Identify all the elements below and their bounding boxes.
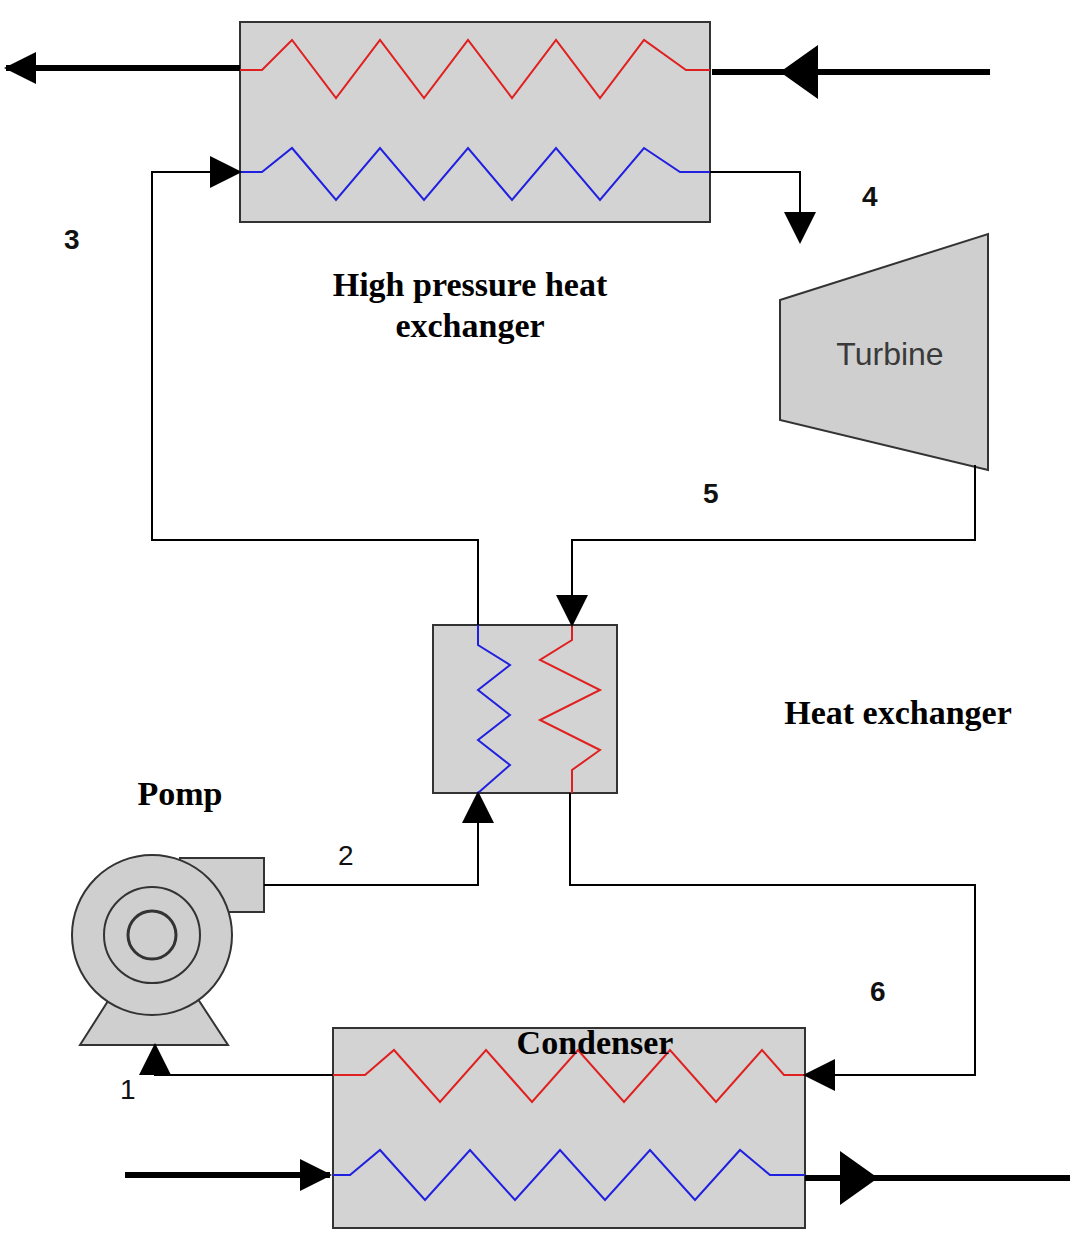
cold-coil (240, 148, 710, 200)
pipe-connector (264, 793, 478, 885)
state-number: 5 (703, 478, 719, 510)
pipe-connector (572, 465, 975, 625)
component-label: Turbine (795, 336, 985, 373)
state-number: 3 (64, 224, 80, 256)
hx-cold-coil (478, 625, 510, 793)
pipe-connector (155, 1045, 333, 1075)
pipe-connector (152, 172, 478, 625)
condenser: Condenser (333, 1028, 805, 1228)
heat-exchanger: Heat exchanger (433, 625, 617, 793)
turbine: Turbine (780, 234, 988, 470)
component-label: Condenser (415, 1023, 775, 1064)
hot-stream-in (712, 69, 990, 75)
hot-stream-out (6, 65, 240, 71)
pump-hub (128, 911, 176, 959)
state-number: 4 (862, 181, 878, 213)
pump: Pomp (72, 855, 264, 1045)
state-number: 6 (870, 976, 886, 1008)
pump-impeller (104, 887, 200, 983)
hp-exchanger-shell (240, 22, 710, 222)
coolant-in (125, 1172, 330, 1178)
hx-shell (433, 625, 617, 793)
hp-heat-exchanger: High pressure heat exchanger (240, 22, 710, 222)
state-number: 2 (338, 840, 354, 872)
hx-hot-coil (540, 625, 600, 793)
pump-casing (72, 855, 232, 1015)
hot-coil (240, 40, 710, 98)
state-number: 1 (120, 1074, 136, 1106)
cond-cold-coil (333, 1150, 805, 1200)
pipe-connector (710, 172, 800, 242)
component-label: Heat exchanger (698, 693, 1081, 734)
turbine-shape (780, 234, 988, 470)
component-label: Pomp (80, 774, 280, 815)
component-label: High pressure heat exchanger (265, 265, 675, 347)
